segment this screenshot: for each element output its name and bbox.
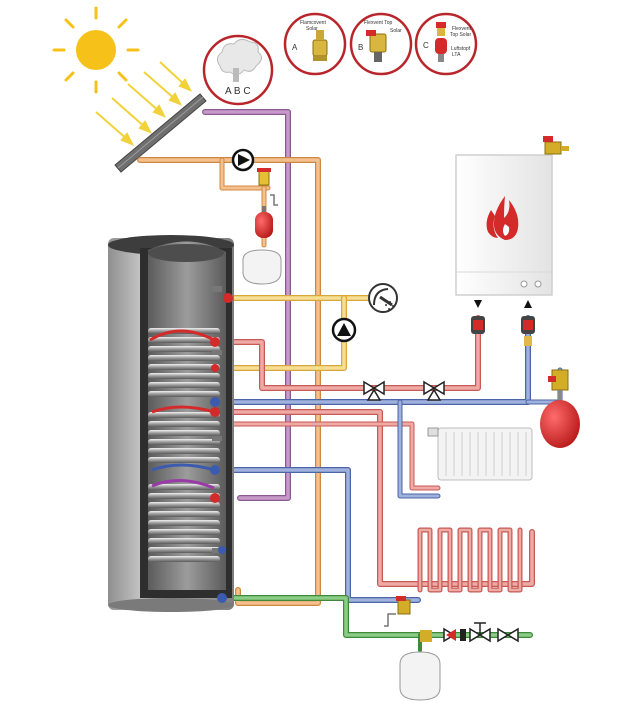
storage-tank <box>108 235 234 612</box>
shower-icon <box>368 283 398 313</box>
callout-c-line1: Flexvent <box>452 26 472 32</box>
tank-heat-exchanger-middle <box>148 405 220 472</box>
callout-a-line2: Solar <box>306 26 318 32</box>
flame-icon <box>486 196 519 240</box>
callout-c-line2: Top Solar <box>450 32 471 38</box>
tank-heat-exchanger-lower <box>148 478 220 562</box>
dirt-separator-flow <box>471 316 485 334</box>
tank-connections <box>210 293 233 603</box>
callout-c-line3: Luftstopf <box>451 46 471 52</box>
radiator <box>427 427 533 481</box>
tank-heat-exchanger-upper <box>148 328 220 397</box>
safety-valve-cold <box>384 596 411 627</box>
sun-icon <box>52 6 140 94</box>
callout-b-line2: Solar <box>390 28 402 34</box>
two-way-valve-icon <box>423 380 445 401</box>
callout-a: Flamcovent Solar A <box>283 12 347 76</box>
solar-expansion-vessel <box>242 206 282 285</box>
callout-a-line1: Flamcovent <box>300 20 326 26</box>
heating-expansion-vessel <box>540 369 580 448</box>
dirt-separator-return <box>521 316 535 346</box>
solar-pump-icon <box>231 148 255 172</box>
pipe-network <box>137 84 563 652</box>
dhw-expansion-vessel <box>399 630 441 701</box>
solar-collector <box>114 93 207 173</box>
cold-inlet-valves <box>443 622 519 643</box>
dhw-circulation-pump-icon <box>331 317 357 343</box>
callout-c-letter: C <box>423 41 429 50</box>
boiler-safety-valve <box>543 136 569 155</box>
sun-rays <box>95 61 193 146</box>
boiler-unit <box>455 154 553 308</box>
callout-b: Flexvent Top Solar B <box>349 12 413 76</box>
callout-b-line1: Flexvent Top <box>364 20 392 26</box>
callout-c: Flexvent Top Solar Luftstopf LTA C <box>414 12 478 76</box>
solar-vent-valve <box>257 168 278 206</box>
callout-a-letter: A <box>292 43 298 52</box>
callout-b-letter: B <box>358 43 363 52</box>
callout-c-line4: LTA <box>452 52 461 58</box>
callout-main-letters: A B C <box>225 86 251 97</box>
three-way-valve-icon <box>363 380 385 401</box>
callout-main-air-vent: A B C <box>202 34 274 106</box>
